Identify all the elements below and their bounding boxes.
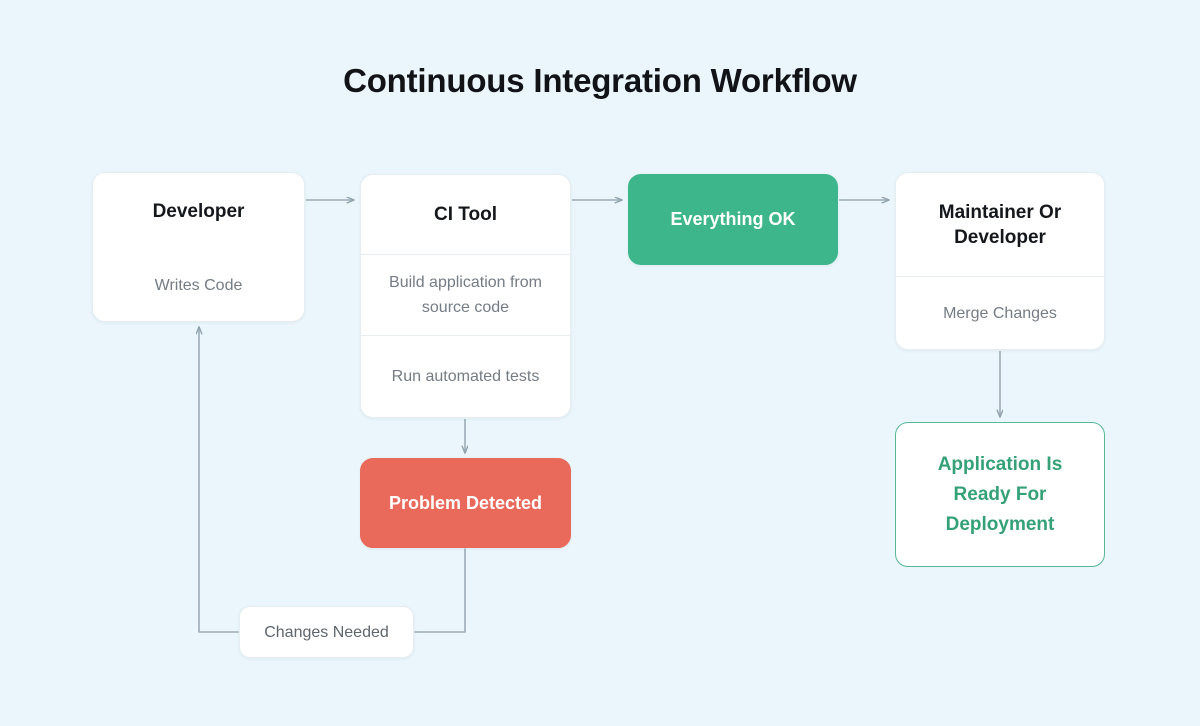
- node-everything-ok[interactable]: Everything OK: [628, 174, 838, 265]
- node-application-ready[interactable]: Application Is Ready For Deployment: [895, 422, 1105, 567]
- node-maintainer-title: Maintainer Or Developer: [938, 201, 1062, 248]
- node-problem-detected[interactable]: Problem Detected: [360, 458, 571, 548]
- node-maintainer-or-developer[interactable]: Maintainer Or Developer Merge Changes: [895, 172, 1105, 350]
- node-application-ready-label: Application Is Ready For Deployment: [937, 453, 1063, 535]
- node-ci-tool[interactable]: CI Tool Build application from source co…: [360, 174, 571, 418]
- edge-problem-detected-to-changes-needed: [414, 548, 466, 633]
- node-everything-ok-label: Everything OK: [670, 209, 796, 229]
- node-ci-tool-body-1: Run automated tests: [361, 335, 570, 417]
- node-ci-tool-title: CI Tool: [434, 204, 497, 225]
- page-title: Continuous Integration Workflow: [343, 62, 857, 99]
- edge-changes-needed-to-developer: [199, 327, 239, 633]
- node-problem-detected-label: Problem Detected: [388, 492, 543, 513]
- node-developer[interactable]: Developer Writes Code: [92, 172, 305, 322]
- node-ci-tool-body-0: Build application from source code: [361, 254, 570, 335]
- node-changes-needed-label: Changes Needed: [264, 623, 389, 641]
- node-changes-needed[interactable]: Changes Needed: [239, 606, 414, 658]
- node-developer-title: Developer: [152, 200, 245, 222]
- node-developer-body-0: Writes Code: [154, 276, 243, 294]
- node-maintainer-body-0: Merge Changes: [896, 276, 1104, 349]
